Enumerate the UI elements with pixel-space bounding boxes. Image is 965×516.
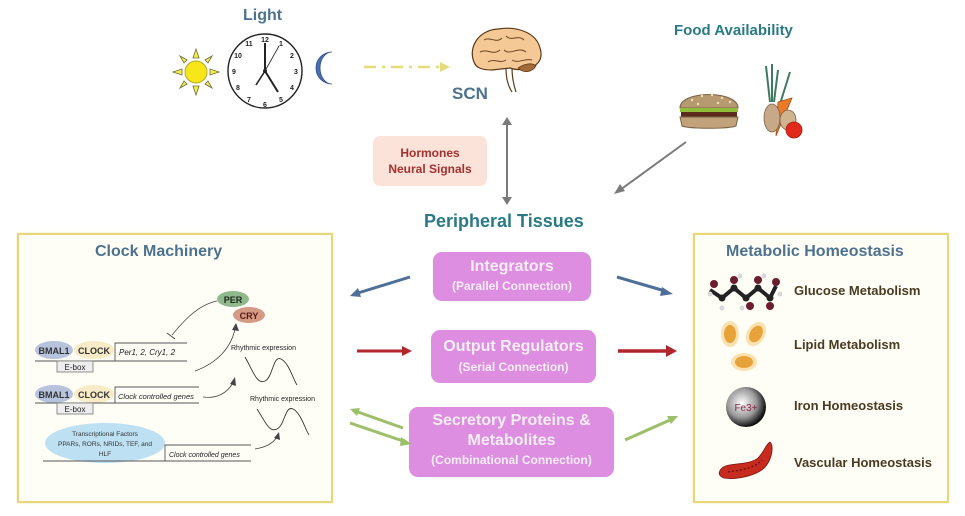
clock-icon: 12 1 2 3 4 5 6 7 8 9 10 11 [227,33,303,109]
secretory-left-arrow-in [357,410,404,430]
clock-number: 3 [294,69,298,76]
tf-genes: Clock controlled genes [169,452,240,459]
clock-number: 10 [234,53,242,60]
per-ellipse [217,291,249,307]
row1-genes: Per1, 2, Cry1, 2 [119,348,176,357]
secretory-title-line-1: Secretory Proteins & [432,412,591,429]
burger-icon [679,93,739,129]
clock-number: 7 [247,97,251,104]
sun-icon [172,48,220,96]
signals-line-1: Hormones [400,146,460,160]
lipid-metabolism-label: Lipid Metabolism [794,337,901,352]
cry-ellipse [233,307,265,323]
blood-vessel-icon [718,441,773,479]
food-to-tissues-arrow [614,141,687,194]
secretory-right-arrow [624,418,671,442]
integrators-subtitle: (Parallel Connection) [451,279,573,293]
clock-number: 9 [232,69,236,76]
row1-ebox [56,360,94,373]
row2-ebox-label: E-box [65,405,86,414]
clock-machinery-diagram: PER CRY BMAL1 CLOCK Per1, 2, Cry1, 2 E-b… [35,291,315,463]
moon-icon [315,51,333,85]
signals-box: Hormones Neural Signals [373,136,487,186]
clock-number: 11 [245,41,253,48]
integrators-right-arrow [616,275,666,293]
clock-number: 4 [290,85,294,92]
clock-number: 8 [236,85,240,92]
vascular-homeostasis-label: Vascular Homeostasis [794,455,933,470]
secretory-subtitle: (Combinational Connection) [431,453,592,467]
cry-label: CRY [240,311,259,321]
tf-line-2: PPARs, RORs, NRIDs, TEF, and [58,441,152,448]
transcription-factors-ellipse [45,423,165,463]
clock-label: CLOCK [78,346,110,356]
tf-line-1: Transcriptional Factors [72,431,139,438]
scn-label: SCN [452,84,488,103]
secretory-title-line-2: Metabolites [467,432,556,449]
brain-icon [471,27,542,93]
clock-machinery-title: Clock Machinery [95,243,223,260]
clock-number: 6 [263,102,267,109]
row2-genes: Clock controlled genes [118,392,194,401]
bmal1-label: BMAL1 [39,346,70,356]
clock-number: 1 [279,41,283,48]
metabolic-homeostasis-title: Metabolic Homeostasis [726,243,904,260]
clock-label: CLOCK [78,390,110,400]
iron-symbol: Fe3+ [734,403,757,414]
connection-arrows [349,275,678,446]
light-label: Light [243,7,283,24]
tf-line-3: HLF [99,451,111,458]
iron-sphere-icon: Fe3+ [726,387,766,427]
secretory-proteins-box: Secretory Proteins & Metabolites (Combin… [409,407,614,477]
scn-tissues-double-arrow [502,117,512,205]
output-regulators-subtitle: (Serial Connection) [458,360,569,374]
lipid-droplets-icon [721,321,767,371]
per-label: PER [224,295,243,305]
clock-number: 12 [261,37,269,44]
output-regulators-box: Output Regulators (Serial Connection) [431,330,596,383]
bmal1-label: BMAL1 [39,390,70,400]
light-to-scn-arrow [364,62,450,72]
rhythmic-expression-1: Rhythmic expression [231,345,296,352]
secretory-left-arrow-out [349,421,404,443]
integrators-box: Integrators (Parallel Connection) [433,252,591,301]
clock-number: 5 [279,97,283,104]
glucose-molecule-icon [707,273,782,311]
peripheral-tissues-label: Peripheral Tissues [424,211,584,231]
clock-ellipse [74,341,114,359]
glucose-metabolism-label: Glucose Metabolism [794,283,921,298]
iron-homeostasis-label: Iron Homeostasis [794,398,904,413]
food-availability-label: Food Availability [674,22,793,39]
integrators-left-arrow [357,275,411,295]
clock-number: 2 [290,53,294,60]
integrators-title: Integrators [470,258,554,275]
bmal1-ellipse [35,341,73,359]
output-regulators-title: Output Regulators [443,338,584,355]
row1-ebox-label: E-box [65,363,86,372]
rhythmic-expression-2: Rhythmic expression [250,396,315,403]
signals-line-2: Neural Signals [388,162,472,176]
vegetables-icon [763,64,803,139]
